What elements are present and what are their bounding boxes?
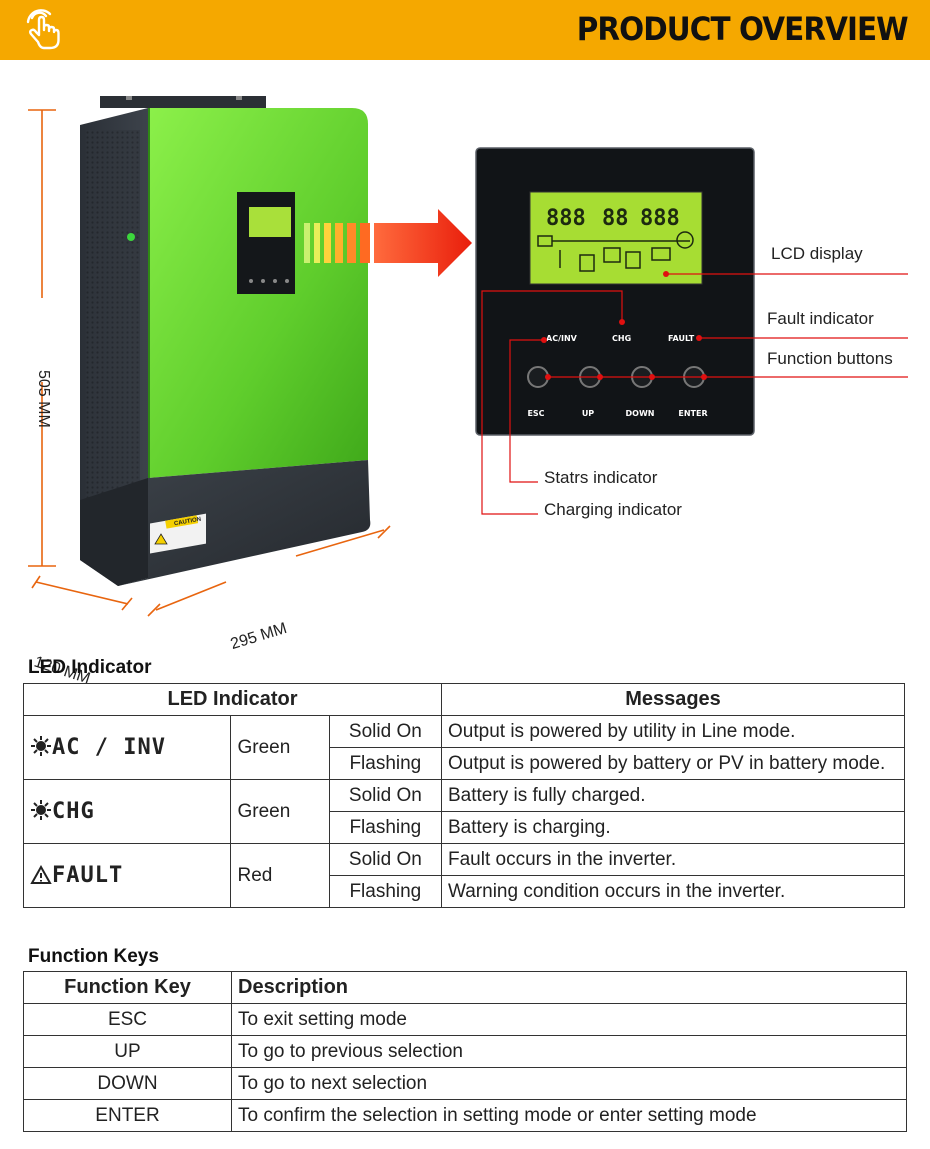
led-header: LED Indicator bbox=[23, 683, 442, 716]
key-enter-desc: To confirm the selection in setting mode… bbox=[231, 1099, 907, 1132]
led-chg-msg-2: Battery is charging. bbox=[441, 811, 905, 844]
key-down-desc: To go to next selection bbox=[231, 1067, 907, 1100]
panel-ac-inv-label: AC/INV bbox=[546, 334, 578, 343]
svg-text:88: 88 bbox=[602, 206, 629, 231]
function-buttons-callout: Function buttons bbox=[767, 349, 893, 368]
key-esc: ESC bbox=[23, 1003, 232, 1036]
warning-triangle-icon bbox=[30, 864, 52, 884]
led-ac-inv-state-2: Flashing bbox=[328, 747, 443, 780]
description-header: Description bbox=[231, 971, 907, 1004]
status-indicator-callout: Statrs indicator bbox=[544, 468, 658, 487]
led-fault: FAULT bbox=[22, 843, 232, 908]
led-chg-msg-1: Battery is fully charged. bbox=[441, 779, 905, 812]
svg-text:888: 888 bbox=[546, 206, 586, 231]
panel-fault-label: FAULT bbox=[668, 334, 695, 343]
hand-tap-icon bbox=[26, 9, 60, 50]
sun-icon bbox=[31, 800, 51, 820]
led-fault-msg-2: Warning condition occurs in the inverter… bbox=[441, 875, 905, 908]
charging-indicator-callout: Charging indicator bbox=[544, 500, 682, 519]
function-key-header: Function Key bbox=[23, 971, 232, 1004]
zoom-arrow-icon bbox=[374, 209, 472, 277]
led-ac-inv-state-1: Solid On bbox=[328, 715, 443, 748]
led-section-title: LED Indicator bbox=[28, 657, 152, 678]
sun-icon bbox=[31, 736, 51, 756]
led-chg: CHG bbox=[22, 779, 232, 844]
table-row: ESC To exit setting mode bbox=[23, 1003, 907, 1036]
lcd-display-callout: LCD display bbox=[771, 244, 863, 263]
caution-label bbox=[150, 513, 206, 554]
panel-chg-label: CHG bbox=[612, 334, 631, 343]
led-fault-msg-1: Fault occurs in the inverter. bbox=[441, 843, 905, 876]
up-key-label: UP bbox=[582, 409, 594, 418]
svg-text:888: 888 bbox=[640, 206, 680, 231]
height-dimension: 505 MM bbox=[35, 370, 52, 428]
table-row: DOWN To go to next selection bbox=[23, 1067, 907, 1100]
function-keys-table: Function Key Description ESC To exit set… bbox=[23, 971, 907, 1132]
table-row: ENTER To confirm the selection in settin… bbox=[23, 1099, 907, 1132]
table-row: UP To go to previous selection bbox=[23, 1035, 907, 1068]
function-keys-title: Function Keys bbox=[28, 946, 159, 967]
led-ac-inv-msg-1: Output is powered by utility in Line mod… bbox=[441, 715, 905, 748]
led-chg-state-1: Solid On bbox=[328, 779, 443, 812]
fault-indicator-callout: Fault indicator bbox=[767, 309, 874, 328]
down-key-label: DOWN bbox=[626, 409, 655, 418]
led-indicator-table: LED Indicator Messages AC / INV Green So… bbox=[22, 683, 905, 908]
key-enter: ENTER bbox=[23, 1099, 232, 1132]
page-title: PRODUCT OVERVIEW bbox=[577, 10, 909, 48]
led-fault-color: Red bbox=[230, 843, 330, 908]
led-ac-inv: AC / INV bbox=[22, 715, 232, 780]
key-esc-desc: To exit setting mode bbox=[231, 1003, 907, 1036]
esc-key-label: ESC bbox=[527, 409, 544, 418]
key-up: UP bbox=[23, 1035, 232, 1068]
header-banner: PRODUCT OVERVIEW bbox=[0, 0, 930, 60]
messages-header: Messages bbox=[441, 683, 905, 716]
led-fault-state-1: Solid On bbox=[328, 843, 443, 876]
led-ac-inv-msg-2: Output is powered by battery or PV in ba… bbox=[441, 747, 905, 780]
led-fault-state-2: Flashing bbox=[328, 875, 443, 908]
enter-key-label: ENTER bbox=[678, 409, 707, 418]
led-ac-inv-color: Green bbox=[230, 715, 330, 780]
led-chg-color: Green bbox=[230, 779, 330, 844]
led-chg-state-2: Flashing bbox=[328, 811, 443, 844]
key-down: DOWN bbox=[23, 1067, 232, 1100]
key-up-desc: To go to previous selection bbox=[231, 1035, 907, 1068]
